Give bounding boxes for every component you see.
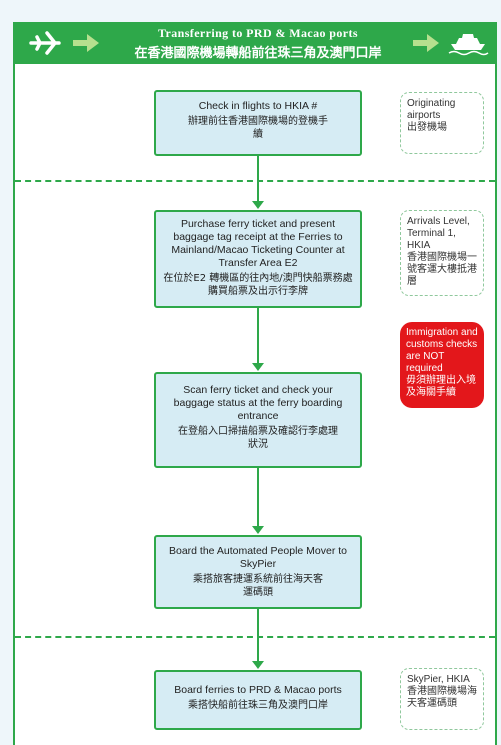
step-label-zh: 在登船入口掃描船票及確認行李處理狀況	[178, 426, 338, 450]
step-label-zh: 在位於E2 轉機區的往內地/澳門快船票務處購買船票及出示行李牌	[163, 273, 353, 297]
title-chinese: 在香港國際機場轉船前往珠三角及澳門口岸	[134, 46, 382, 61]
note-label-zh: 毋須辦理出入境及海關手續	[406, 375, 476, 398]
connector-line	[257, 468, 259, 527]
step-label-zh: 乘搭旅客捷運系統前往海天客運碼頭	[193, 574, 323, 598]
connector-line	[257, 308, 259, 364]
connector-arrowhead	[252, 526, 264, 534]
title-english: Transferring to PRD & Macao ports	[158, 26, 358, 40]
arrow-right-icon	[73, 34, 99, 52]
step-label-en: Purchase ferry ticket and present baggag…	[171, 218, 345, 269]
connector-arrowhead	[252, 201, 264, 209]
airplane-icon	[29, 31, 61, 55]
note-label-en: Arrivals Level, Terminal 1, HKIA	[407, 216, 470, 251]
step-check-in: Check in flights to HKIA # 辦理前往香港國際機場的登機…	[154, 90, 362, 156]
ferry-icon	[448, 34, 489, 56]
step-label-en: Scan ferry ticket and check your baggage…	[173, 384, 343, 422]
section-divider	[15, 180, 495, 182]
note-label-zh: 香港國際機場海天客運碼頭	[407, 686, 477, 709]
arrow-right-icon	[413, 34, 439, 52]
note-label-en: Originating airports	[407, 98, 456, 121]
location-note-arrivals: Arrivals Level, Terminal 1, HKIA 香港國際機場一…	[400, 210, 484, 296]
connector-line	[257, 156, 259, 202]
note-label-en: Immigration and customs checks are NOT r…	[406, 327, 478, 374]
step-label-zh: 乘搭快船前往珠三角及澳門口岸	[188, 700, 328, 711]
immigration-warning-badge: Immigration and customs checks are NOT r…	[400, 322, 484, 408]
connector-line	[257, 609, 259, 662]
note-label-zh: 香港國際機場一號客運大樓抵港層	[407, 252, 477, 287]
note-label-zh: 出發機場	[407, 122, 447, 133]
location-note-origin: Originating airports 出發機場	[400, 92, 484, 154]
header-bar: Transferring to PRD & Macao ports 在香港國際機…	[13, 22, 497, 64]
note-label-en: SkyPier, HKIA	[407, 674, 470, 685]
step-people-mover: Board the Automated People Mover to SkyP…	[154, 535, 362, 609]
step-scan-ticket: Scan ferry ticket and check your baggage…	[154, 372, 362, 468]
step-board-ferry: Board ferries to PRD & Macao ports 乘搭快船前…	[154, 670, 362, 730]
step-label-zh: 辦理前往香港國際機場的登機手續	[188, 116, 328, 140]
step-label-en: Board the Automated People Mover to SkyP…	[168, 545, 348, 570]
connector-arrowhead	[252, 363, 264, 371]
connector-arrowhead	[252, 661, 264, 669]
section-divider	[15, 636, 495, 638]
step-label-en: Board ferries to PRD & Macao ports	[174, 684, 342, 696]
location-note-skypier: SkyPier, HKIA 香港國際機場海天客運碼頭	[400, 668, 484, 730]
step-label-en: Check in flights to HKIA #	[198, 100, 318, 112]
step-purchase-ticket: Purchase ferry ticket and present baggag…	[154, 210, 362, 308]
